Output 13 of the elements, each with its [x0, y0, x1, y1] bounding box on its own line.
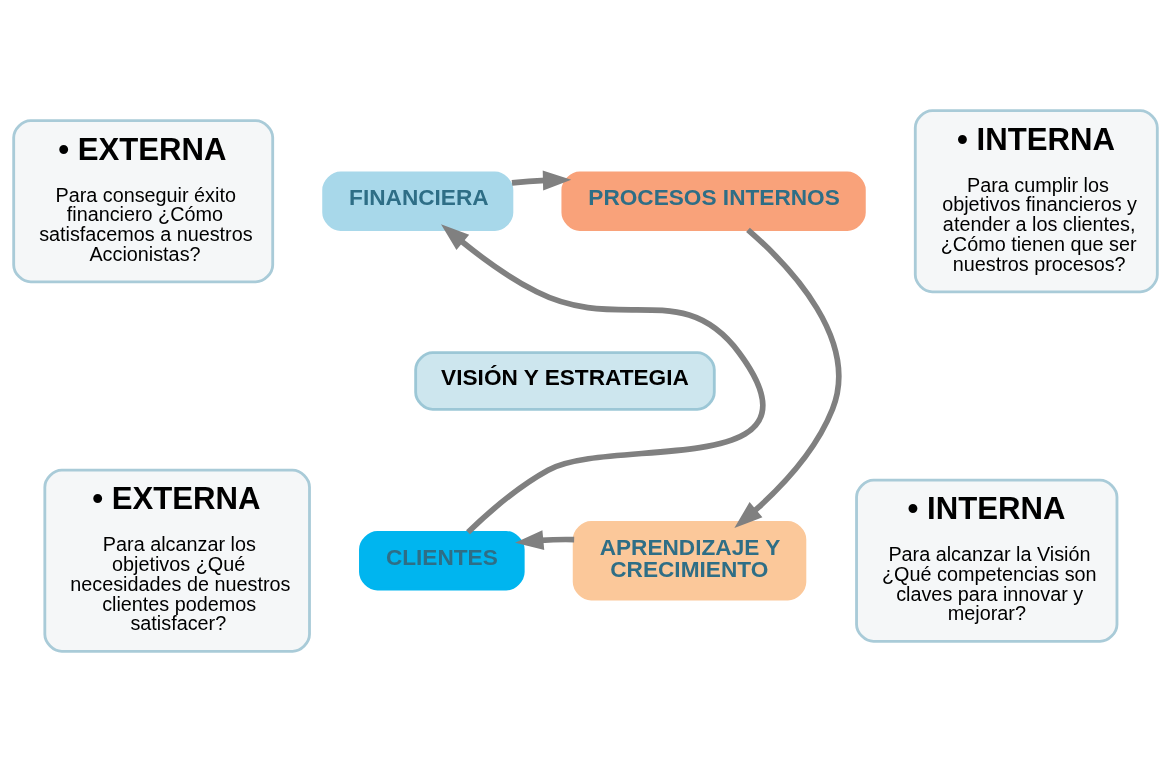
- node-box: • EXTERNA Para conseguir éxito financiero ¿Cómo satisfacemos a nuestros Accionistas?: [12, 118, 275, 283]
- node-box: • INTERNA Para alcanzar la Visión ¿Qué competencias son claves para innovar y mejorar?: [855, 478, 1119, 643]
- node-box: CLIENTES: [359, 530, 525, 590]
- arrow: [441, 223, 765, 534]
- arrow: [515, 529, 575, 550]
- arrow: [734, 227, 842, 528]
- node-box: PROCESOS INTERNOS: [561, 171, 866, 231]
- node-box: • EXTERNA Para alcanzar los objetivos ¿Qué necesidades de nuestros clientes podemos satisfacer?: [43, 468, 311, 653]
- node-box: APRENDIZAJE Y CRECIMIENTO: [572, 520, 807, 600]
- node-box: VISIÓN Y ESTRATEGIA: [414, 350, 716, 411]
- node-box: • INTERNA Para cumplir los objetivos financieros y atender a los clientes, ¿Cómo tienen que ser nuestros procesos?: [913, 108, 1159, 293]
- arrow: [511, 170, 572, 190]
- node-box: FINANCIERA: [322, 171, 514, 231]
